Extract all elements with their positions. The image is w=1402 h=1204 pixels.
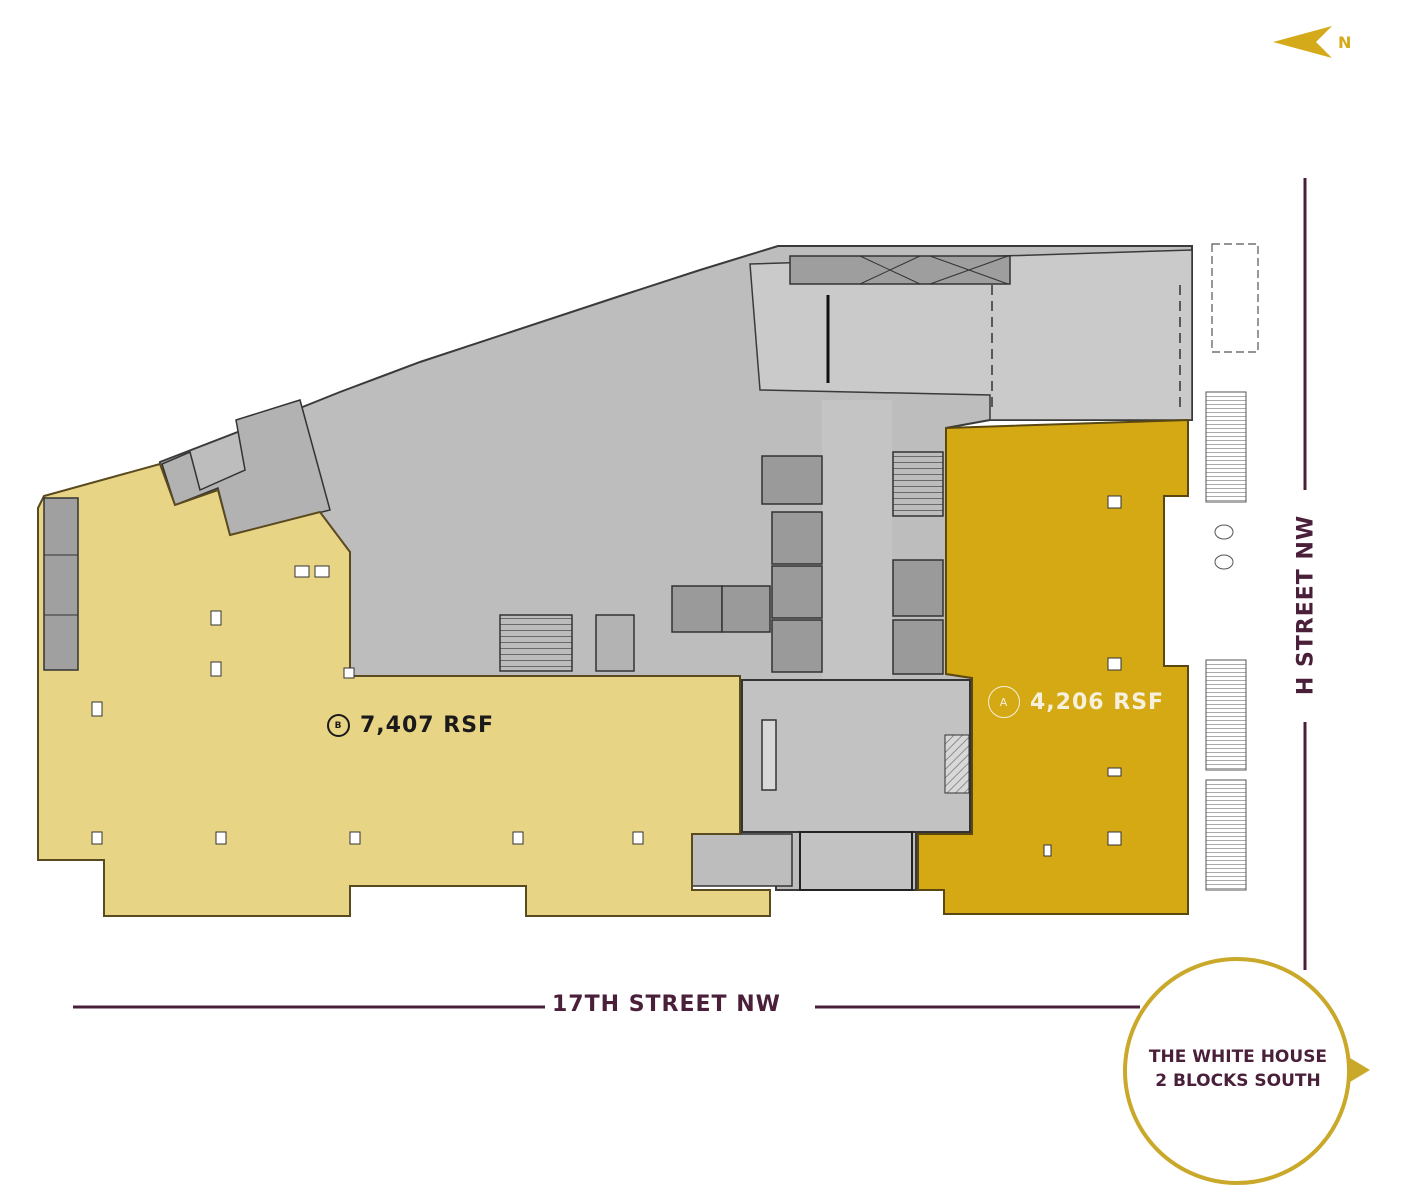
white-house-text: THE WHITE HOUSE 2 BLOCKS SOUTH bbox=[1128, 1045, 1348, 1093]
elevator-bank-left bbox=[671, 455, 823, 673]
sidewalk-grates bbox=[1205, 243, 1259, 891]
white-house-line2: 2 BLOCKS SOUTH bbox=[1155, 1071, 1321, 1091]
north-arrow-icon bbox=[1273, 26, 1332, 58]
street-label-17th: 17TH STREET NW bbox=[552, 992, 781, 1017]
suite-a-label[interactable]: A 4,206 RSF bbox=[988, 686, 1164, 718]
suite-b-badge: B bbox=[327, 714, 350, 737]
north-label: N bbox=[1338, 33, 1352, 52]
suite-b-area[interactable] bbox=[37, 462, 771, 917]
building-common-area bbox=[159, 245, 1193, 891]
suite-a-area[interactable] bbox=[917, 418, 1189, 915]
stair-and-elevator-right bbox=[892, 451, 944, 675]
suite-a-badge: A bbox=[988, 686, 1020, 718]
street-lines bbox=[73, 178, 1307, 1009]
street-label-h: H STREET NW bbox=[1293, 514, 1319, 696]
white-house-callout bbox=[1123, 957, 1370, 1185]
pointer-arrow-icon bbox=[1350, 1058, 1370, 1082]
suite-b-label[interactable]: B 7,407 RSF bbox=[327, 713, 494, 738]
suite-b-area-text: 7,407 RSF bbox=[360, 713, 495, 738]
suite-a-area-text: 4,206 RSF bbox=[1030, 689, 1165, 715]
white-house-line1: THE WHITE HOUSE bbox=[1148, 1047, 1328, 1067]
